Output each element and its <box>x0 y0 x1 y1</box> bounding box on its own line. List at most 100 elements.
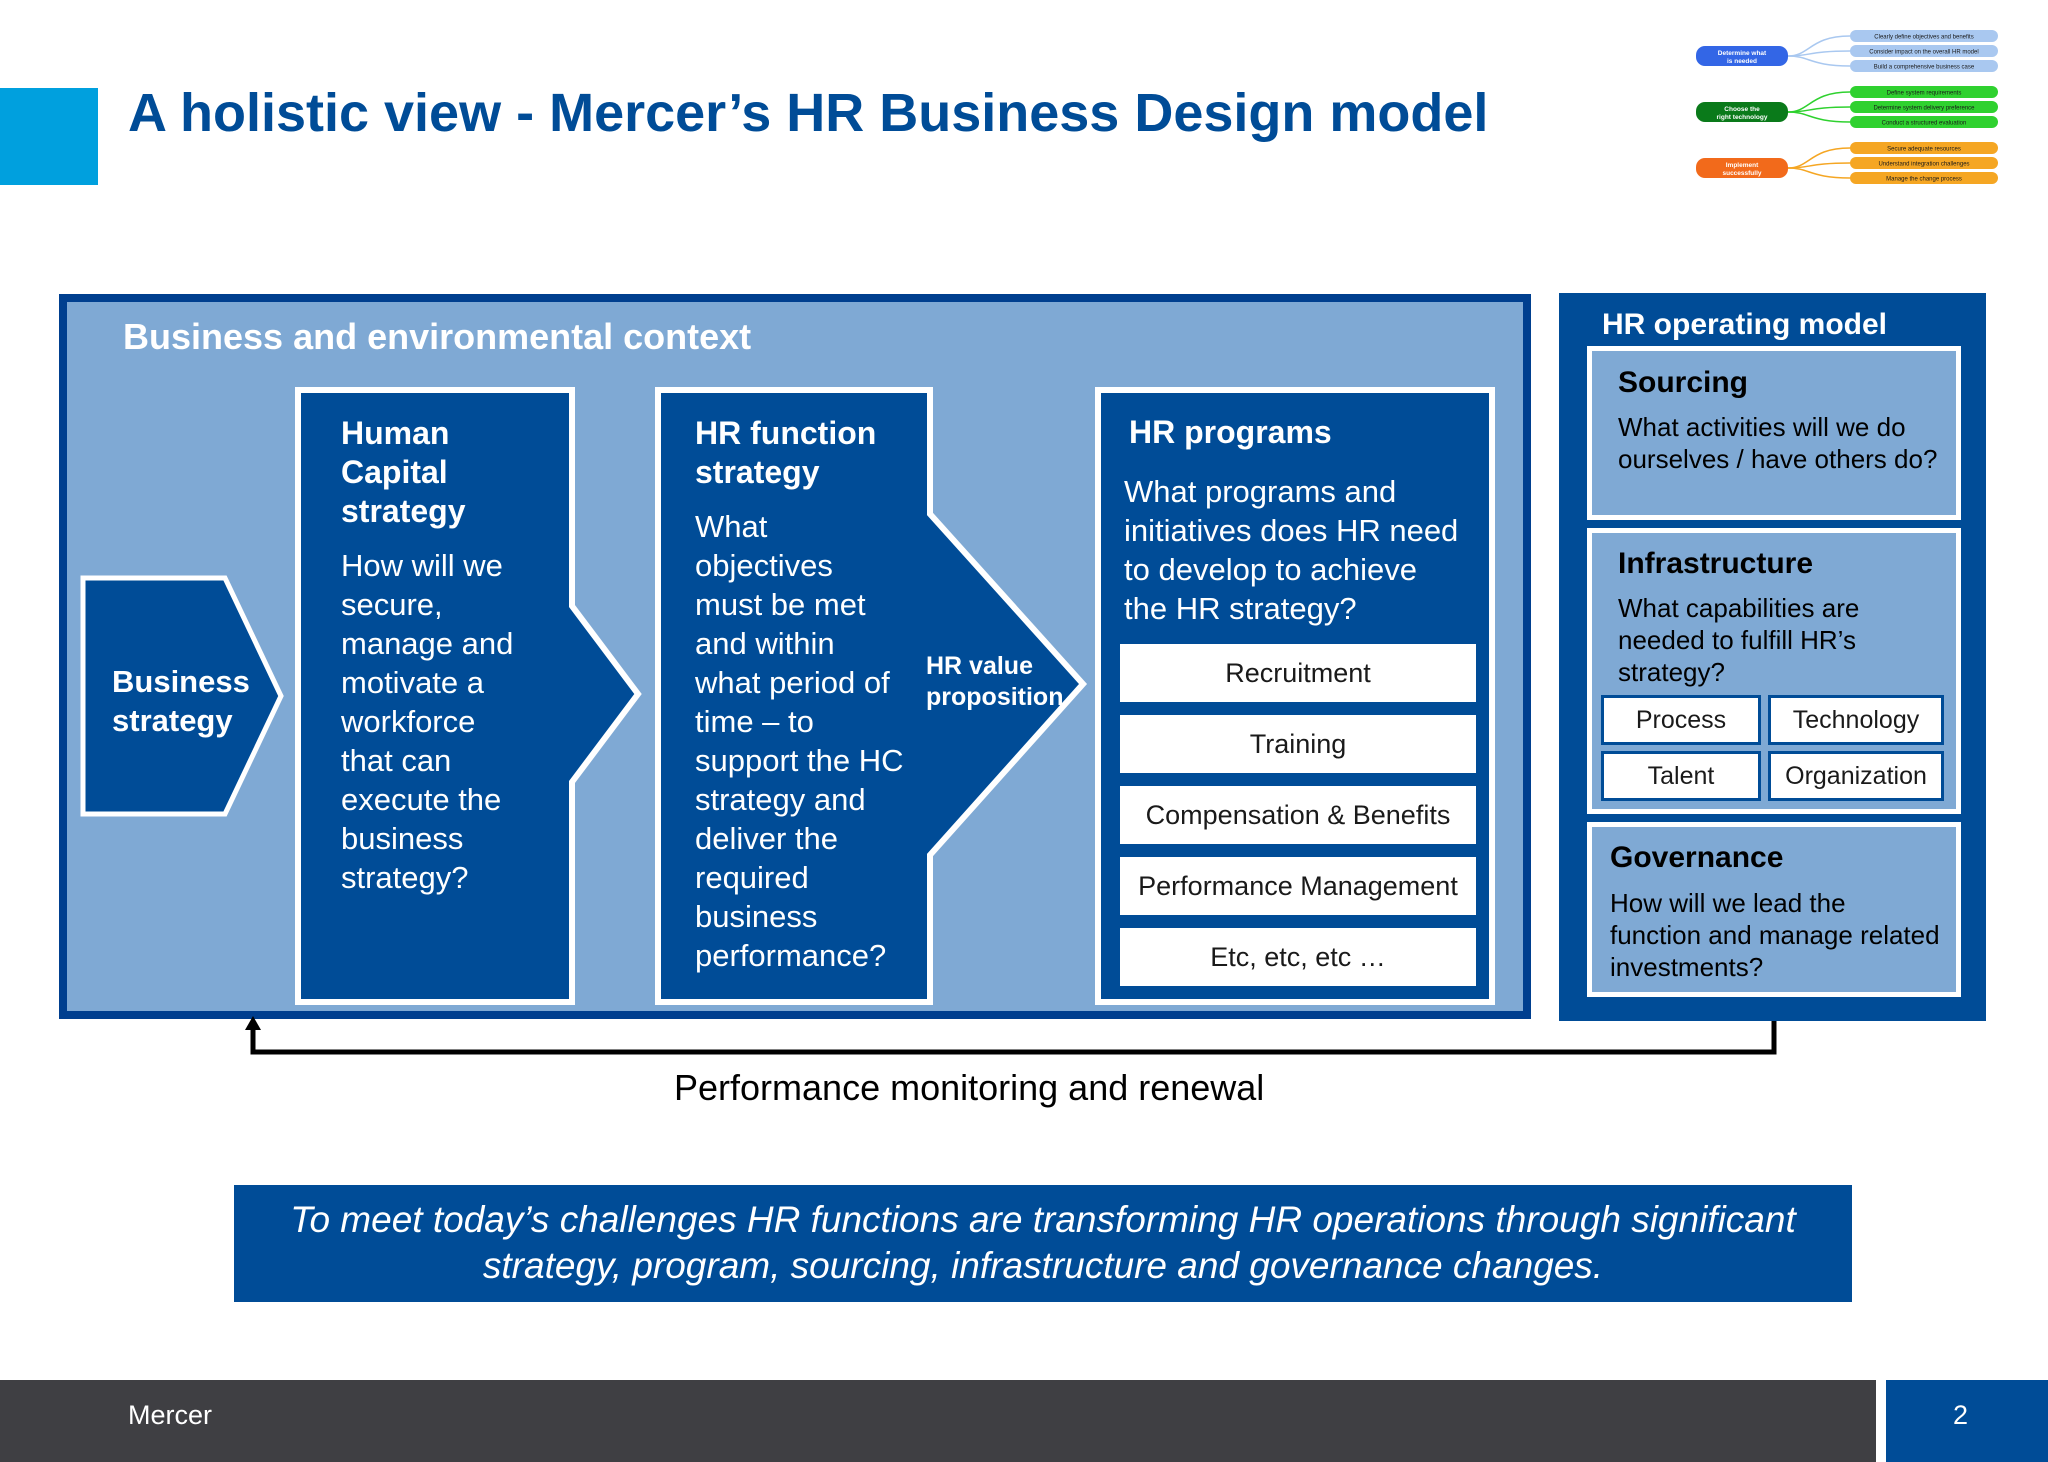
mindmap-item-label: Understand integration challenges <box>1878 162 1969 168</box>
hr-value-line: proposition <box>926 683 1064 711</box>
feedback-arrow <box>250 1021 1777 1055</box>
program-item-training: Training <box>1117 712 1479 776</box>
hr-function-content: HR function strategy What objectives mus… <box>695 414 904 975</box>
mindmap-item <box>1850 60 1998 72</box>
infrastructure-body-line: What capabilities are <box>1618 593 1860 623</box>
hr-function-body-line: performance? <box>695 938 887 973</box>
governance-body-line: function and manage related <box>1610 920 1940 950</box>
hc-strategy-body-line: motivate a <box>341 665 485 700</box>
footer-company: Mercer <box>128 1400 213 1430</box>
governance-heading: Governance <box>1610 841 1784 874</box>
sourcing-body-line: ourselves / have others do? <box>1618 444 1938 474</box>
page-number-box <box>1886 1380 2048 1462</box>
hc-strategy-arrow <box>295 387 642 1005</box>
mindmap-item-label: Build a comprehensive business case <box>1874 65 1975 71</box>
program-item-etc: Etc, etc, etc … <box>1117 925 1479 989</box>
program-item-recruitment: Recruitment <box>1117 641 1479 705</box>
footer-bar <box>0 1380 1876 1462</box>
title-accent-block <box>0 88 98 185</box>
ops-model-title: HR operating model <box>1602 308 1888 341</box>
hr-function-body-line: what period of <box>695 665 890 700</box>
infra-item-organization: Organization <box>1768 751 1944 801</box>
infrastructure-heading: Infrastructure <box>1618 547 1814 580</box>
hc-strategy-body-line: strategy? <box>341 860 469 895</box>
banner-line: To meet today’s challenges HR functions … <box>290 1199 1796 1240</box>
page-title: A holistic view - Mercer’s HR Business D… <box>128 83 1489 143</box>
hc-strategy-body-line: How will we <box>341 548 503 583</box>
hr-function-body-line: required <box>695 860 809 895</box>
hc-strategy-heading-line: Capital <box>341 454 448 490</box>
hc-strategy-body-line: manage and <box>341 626 514 661</box>
hr-function-body-line: support the HC <box>695 743 904 778</box>
mindmap-item-label: Secure adequate resources <box>1887 147 1961 153</box>
governance-box <box>1587 822 1961 997</box>
mindmap-item <box>1850 142 1998 154</box>
sourcing-box <box>1587 346 1961 520</box>
hr-function-body-line: objectives <box>695 548 833 583</box>
hr-value-proposition: HR value proposition <box>926 651 1063 713</box>
mindmap-connector <box>1787 55 1851 67</box>
hc-strategy-body-line: secure, <box>341 587 443 622</box>
hr-programs-body-line: the HR strategy? <box>1124 591 1357 626</box>
infrastructure-body: What capabilities are needed to fulfill … <box>1618 592 1859 688</box>
hr-function-heading-line: HR function <box>695 415 877 451</box>
mindmap-item <box>1850 157 1998 169</box>
governance-body-line: investments? <box>1610 952 1764 982</box>
hr-function-heading-line: strategy <box>695 454 820 490</box>
banner-line: strategy, program, sourcing, infrastruct… <box>482 1245 1604 1286</box>
hr-programs-body-line: initiatives does HR need <box>1124 513 1459 548</box>
hc-strategy-heading: Human Capital strategy <box>341 414 513 531</box>
mindmap-group <box>1696 46 1788 66</box>
hc-strategy-body: How will we secure, manage and motivate … <box>341 546 513 897</box>
feedback-arrowhead <box>245 1016 261 1030</box>
hc-strategy-heading-line: Human <box>341 415 450 451</box>
hr-programs-body: What programs and initiatives does HR ne… <box>1124 472 1458 628</box>
hr-function-body-line: business <box>695 899 818 934</box>
program-item-performance: Performance Management <box>1117 854 1479 918</box>
mindmap-group-label: right technology <box>1717 114 1768 121</box>
sourcing-heading: Sourcing <box>1618 366 1749 399</box>
page-number: 2 <box>1953 1400 1969 1430</box>
mindmap-item-label: Clearly define objectives and benefits <box>1874 35 1973 41</box>
hr-programs-body-line: What programs and <box>1124 474 1397 509</box>
mindmap-item-label: Determine system delivery preference <box>1873 106 1975 112</box>
hr-programs-heading: HR programs <box>1129 414 1332 450</box>
mindmap-item-label: Manage the change process <box>1886 177 1962 183</box>
mindmap-group <box>1696 102 1788 122</box>
mindmap-group-label: Implement <box>1726 162 1759 169</box>
mindmap-group-label: Choose the <box>1724 106 1760 113</box>
governance-body-line: How will we lead the <box>1610 888 1846 918</box>
infra-item-technology: Technology <box>1768 695 1944 745</box>
hr-function-body-line: What <box>695 509 768 544</box>
mindmap-group-label: Determine what <box>1718 50 1767 57</box>
infra-item-talent: Talent <box>1601 751 1761 801</box>
mindmap-thumbnail: Clearly define objectives and benefitsCo… <box>1696 30 1998 184</box>
hc-strategy-body-line: business <box>341 821 464 856</box>
hr-function-body-line: deliver the <box>695 821 839 856</box>
feedback-label: Performance monitoring and renewal <box>674 1067 1265 1108</box>
program-item-compensation: Compensation & Benefits <box>1117 783 1479 847</box>
mindmap-connector <box>1787 111 1851 123</box>
mindmap-item <box>1850 45 1998 57</box>
hr-function-body-line: strategy and <box>695 782 866 817</box>
mindmap-item-label: Conduct a structured evaluation <box>1882 121 1967 127</box>
hr-function-body-line: must be met <box>695 587 866 622</box>
mindmap-item <box>1850 30 1998 42</box>
mindmap-item-label: Consider impact on the overall HR model <box>1869 50 1978 56</box>
infrastructure-body-line: needed to fulfill HR’s <box>1618 625 1856 655</box>
hr-programs-body-line: to develop to achieve <box>1124 552 1417 587</box>
mindmap-group-label: is needed <box>1727 58 1757 65</box>
infrastructure-body-line: strategy? <box>1618 657 1725 687</box>
hc-strategy-body-line: that can <box>341 743 452 778</box>
context-title: Business and environmental context <box>123 316 752 357</box>
mindmap-item <box>1850 116 1998 128</box>
mindmap-item <box>1850 172 1998 184</box>
mindmap-group <box>1696 158 1788 178</box>
governance-body: How will we lead the function and manage… <box>1610 887 1940 983</box>
hr-function-body-line: and within <box>695 626 835 661</box>
hc-strategy-heading-line: strategy <box>341 493 466 529</box>
mindmap-connector <box>1787 167 1851 179</box>
business-strategy-text: Business strategy <box>112 664 250 738</box>
mindmap-item <box>1850 86 1998 98</box>
hr-function-body-line: time – to <box>695 704 814 739</box>
